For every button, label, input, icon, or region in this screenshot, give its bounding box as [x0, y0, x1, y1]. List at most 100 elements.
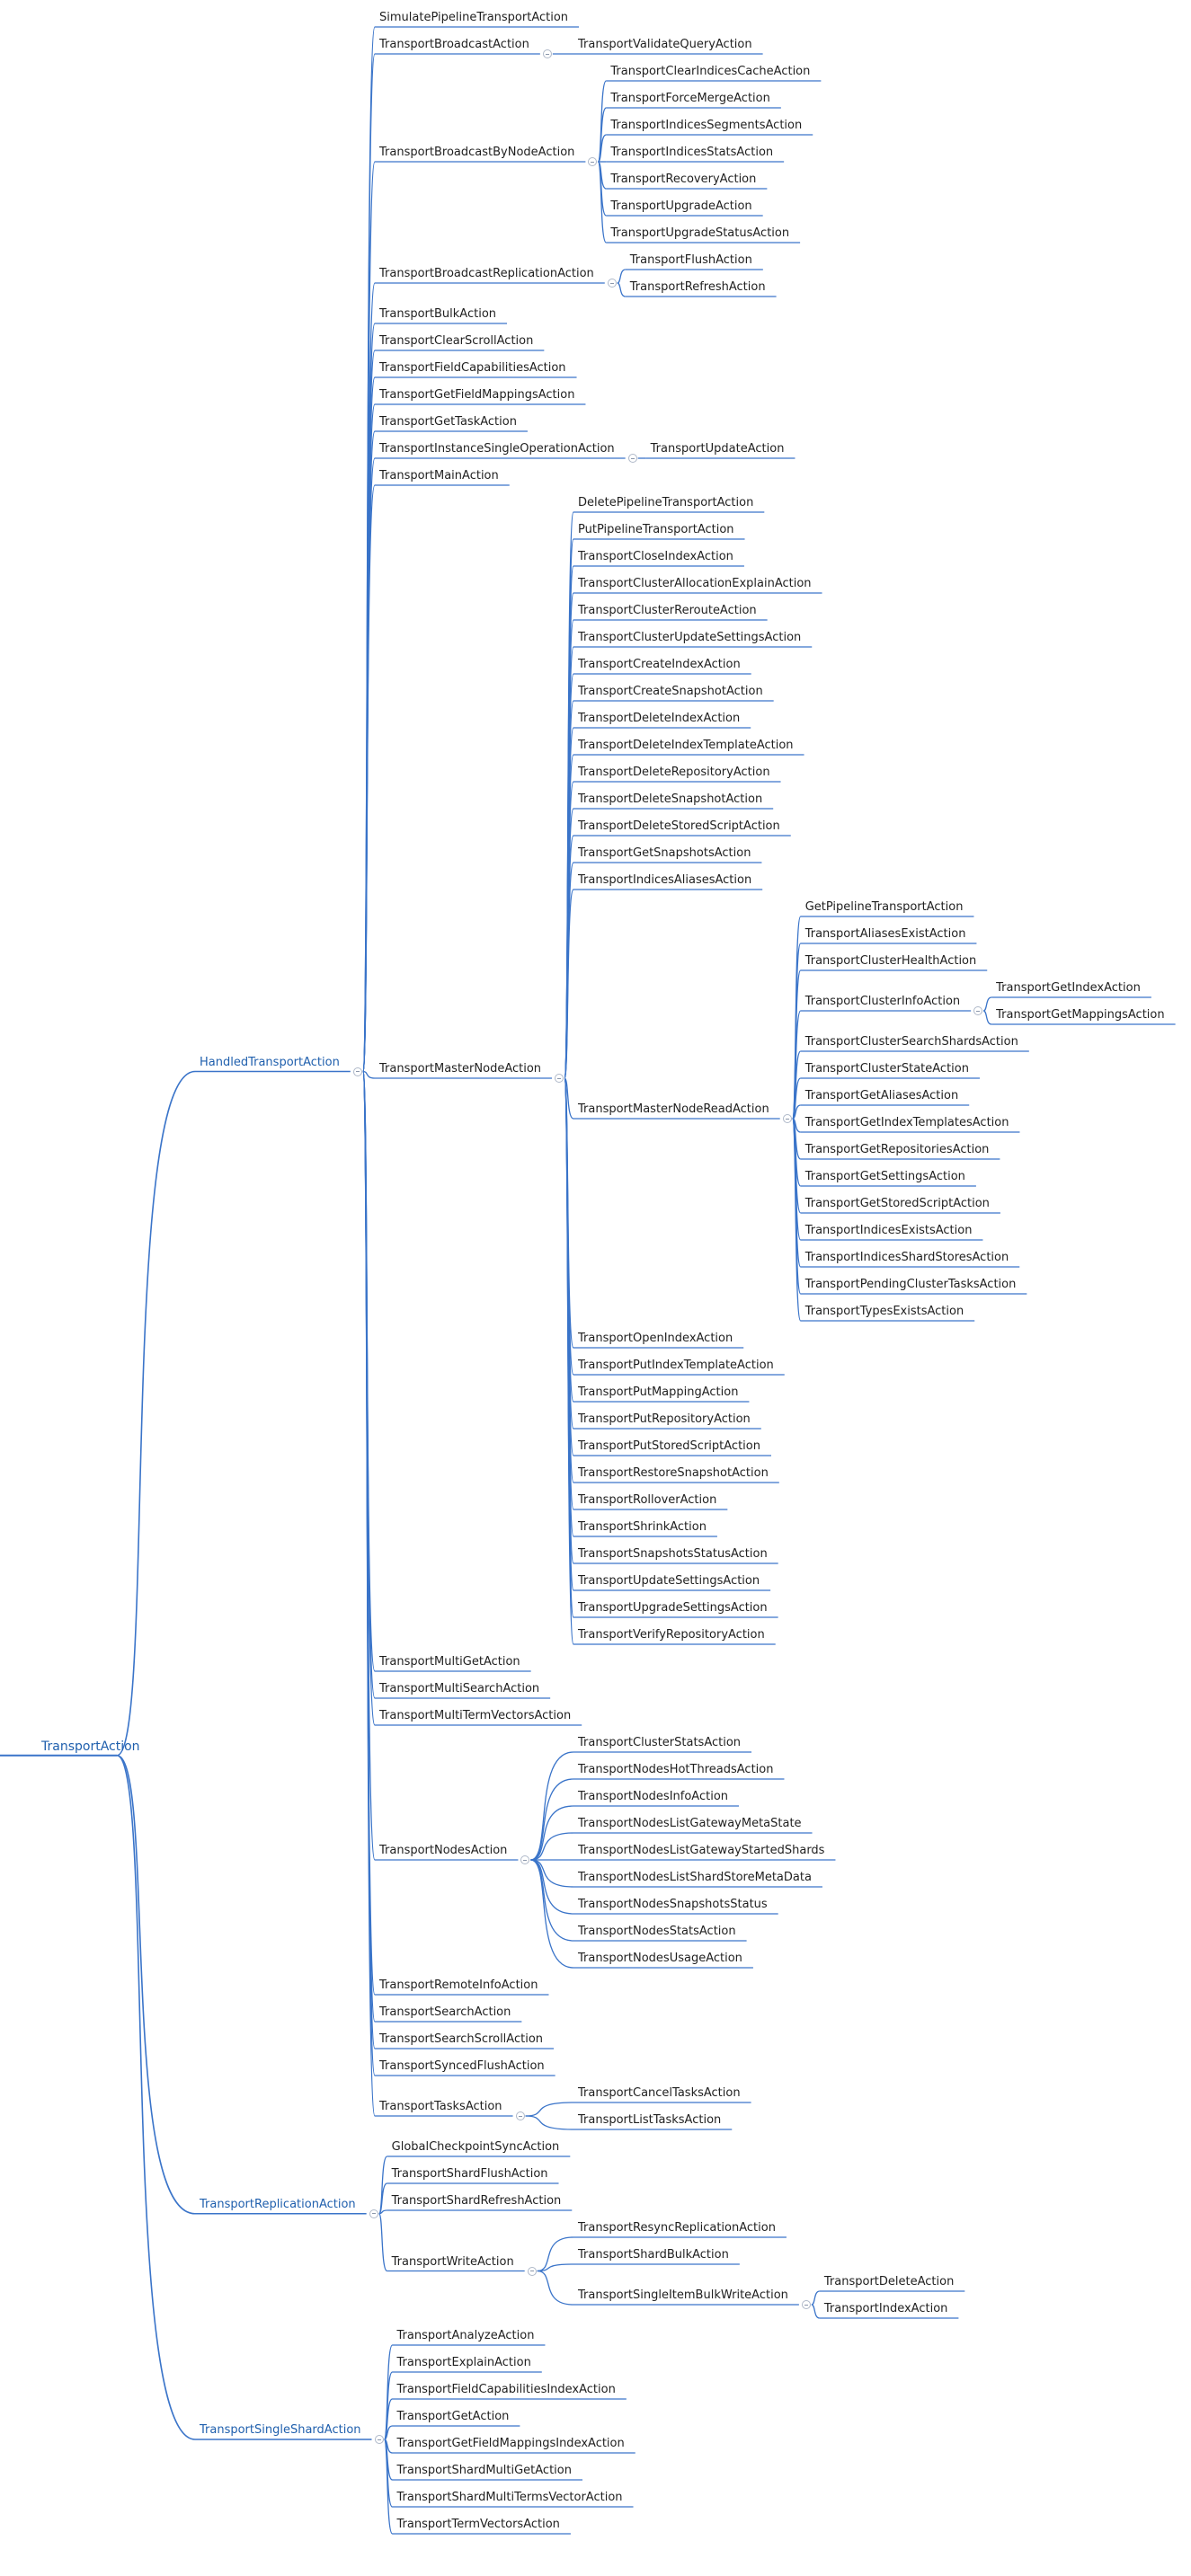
node-transport-main-action[interactable]: TransportMainAction: [379, 469, 499, 482]
node-transport-replication-action[interactable]: TransportReplicationAction: [200, 2197, 356, 2211]
node-transport-put-index-template-action[interactable]: TransportPutIndexTemplateAction: [578, 1359, 774, 1372]
node-transport-cluster-update-settings-action[interactable]: TransportClusterUpdateSettingsAction: [578, 631, 802, 644]
node-transport-cluster-state-action[interactable]: TransportClusterStateAction: [804, 1062, 969, 1076]
node-transport-get-stored-script-action[interactable]: TransportGetStoredScriptAction: [804, 1197, 990, 1210]
node-transport-upgrade-settings-action[interactable]: TransportUpgradeSettingsAction: [578, 1601, 768, 1615]
node-delete-pipeline-transport-action[interactable]: DeletePipelineTransportAction: [578, 496, 754, 509]
node-transport-indices-shard-stores-action[interactable]: TransportIndicesShardStoresAction: [804, 1251, 1009, 1264]
node-transport-delete-snapshot-action[interactable]: TransportDeleteSnapshotAction: [578, 792, 763, 806]
node-transport-nodes-hot-threads-action[interactable]: TransportNodesHotThreadsAction: [578, 1763, 774, 1776]
node-transport-snapshots-status-action[interactable]: TransportSnapshotsStatusAction: [578, 1547, 768, 1561]
node-transport-delete-action[interactable]: TransportDeleteAction: [823, 2275, 955, 2288]
node-transport-open-index-action[interactable]: TransportOpenIndexAction: [578, 1332, 733, 1345]
node-transport-search-scroll-action[interactable]: TransportSearchScrollAction: [379, 2032, 544, 2046]
collapse-toggle-icon[interactable]: [801, 2300, 811, 2309]
node-transport-create-snapshot-action[interactable]: TransportCreateSnapshotAction: [578, 685, 763, 698]
node-transport-tasks-action[interactable]: TransportTasksAction: [379, 2100, 502, 2113]
node-transport-cluster-search-shards-action[interactable]: TransportClusterSearchShardsAction: [804, 1035, 1018, 1049]
node-transport-shard-multi-get-action[interactable]: TransportShardMultiGetAction: [396, 2464, 573, 2477]
collapse-toggle-icon[interactable]: [352, 1067, 362, 1076]
node-transport-get-index-templates-action[interactable]: TransportGetIndexTemplatesAction: [804, 1116, 1009, 1129]
node-transport-pending-cluster-tasks-action[interactable]: TransportPendingClusterTasksAction: [804, 1278, 1017, 1291]
node-transport-get-snapshots-action[interactable]: TransportGetSnapshotsAction: [578, 846, 751, 860]
node-transport-search-action[interactable]: TransportSearchAction: [379, 2005, 511, 2019]
node-transport-cluster-allocation-explain-action[interactable]: TransportClusterAllocationExplainAction: [578, 577, 812, 590]
node-transport-put-mapping-action[interactable]: TransportPutMappingAction: [578, 1385, 739, 1399]
node-transport-upgrade-status-action[interactable]: TransportUpgradeStatusAction: [610, 226, 790, 240]
node-transport-multi-search-action[interactable]: TransportMultiSearchAction: [379, 1682, 540, 1695]
node-transport-nodes-action[interactable]: TransportNodesAction: [379, 1844, 508, 1857]
node-transport-nodes-list-gateway-started-shards[interactable]: TransportNodesListGatewayStartedShards: [578, 1844, 825, 1857]
node-transport-delete-repository-action[interactable]: TransportDeleteRepositoryAction: [578, 766, 770, 779]
node-transport-clear-indices-cache-action[interactable]: TransportClearIndicesCacheAction: [610, 65, 811, 78]
node-transport-shard-refresh-action[interactable]: TransportShardRefreshAction: [391, 2194, 562, 2208]
node-transport-get-action[interactable]: TransportGetAction: [396, 2410, 510, 2423]
node-transport-validate-query-action[interactable]: TransportValidateQueryAction: [578, 38, 752, 51]
node-transport-broadcast-replication-action[interactable]: TransportBroadcastReplicationAction: [379, 267, 594, 280]
node-handled-transport-action[interactable]: HandledTransportAction: [200, 1055, 340, 1069]
node-simulate-pipeline-transport-action[interactable]: SimulatePipelineTransportAction: [379, 11, 569, 24]
node-transport-put-repository-action[interactable]: TransportPutRepositoryAction: [578, 1412, 751, 1426]
node-transport-upgrade-action[interactable]: TransportUpgradeAction: [610, 199, 752, 213]
node-transport-restore-snapshot-action[interactable]: TransportRestoreSnapshotAction: [578, 1466, 769, 1480]
node-transport-field-capabilities-action[interactable]: TransportFieldCapabilitiesAction: [379, 361, 566, 375]
node-transport-nodes-list-gateway-meta-state[interactable]: TransportNodesListGatewayMetaState: [578, 1817, 802, 1830]
node-transport-master-node-read-action[interactable]: TransportMasterNodeReadAction: [578, 1102, 769, 1116]
collapse-toggle-icon[interactable]: [527, 2266, 537, 2276]
node-transport-synced-flush-action[interactable]: TransportSyncedFlushAction: [379, 2059, 545, 2073]
collapse-toggle-icon[interactable]: [374, 2435, 384, 2444]
node-put-pipeline-transport-action[interactable]: PutPipelineTransportAction: [578, 523, 734, 536]
node-transport-single-shard-action[interactable]: TransportSingleShardAction: [200, 2423, 361, 2437]
node-transport-nodes-stats-action[interactable]: TransportNodesStatsAction: [578, 1925, 736, 1938]
node-transport-aliases-exist-action[interactable]: TransportAliasesExistAction: [804, 927, 966, 941]
node-transport-action[interactable]: TransportAction: [41, 1739, 140, 1754]
node-transport-delete-index-action[interactable]: TransportDeleteIndexAction: [578, 712, 741, 725]
collapse-toggle-icon[interactable]: [542, 49, 552, 58]
node-transport-instance-single-operation-action[interactable]: TransportInstanceSingleOperationAction: [379, 442, 615, 456]
node-transport-update-settings-action[interactable]: TransportUpdateSettingsAction: [578, 1574, 760, 1588]
node-transport-remote-info-action[interactable]: TransportRemoteInfoAction: [379, 1978, 538, 1992]
node-transport-get-field-mappings-index-action[interactable]: TransportGetFieldMappingsIndexAction: [396, 2437, 625, 2450]
node-transport-shard-bulk-action[interactable]: TransportShardBulkAction: [578, 2248, 729, 2262]
node-transport-force-merge-action[interactable]: TransportForceMergeAction: [610, 92, 770, 105]
collapse-toggle-icon[interactable]: [607, 279, 617, 288]
node-transport-broadcast-by-node-action[interactable]: TransportBroadcastByNodeAction: [379, 146, 575, 159]
node-transport-create-index-action[interactable]: TransportCreateIndexAction: [578, 658, 741, 671]
node-transport-multi-term-vectors-action[interactable]: TransportMultiTermVectorsAction: [379, 1709, 572, 1722]
node-transport-explain-action[interactable]: TransportExplainAction: [396, 2356, 531, 2369]
node-transport-get-mappings-action[interactable]: TransportGetMappingsAction: [996, 1008, 1165, 1022]
node-transport-types-exists-action[interactable]: TransportTypesExistsAction: [804, 1305, 964, 1318]
node-transport-clear-scroll-action[interactable]: TransportClearScrollAction: [379, 334, 534, 348]
node-transport-verify-repository-action[interactable]: TransportVerifyRepositoryAction: [578, 1628, 765, 1642]
node-transport-field-capabilities-index-action[interactable]: TransportFieldCapabilitiesIndexAction: [396, 2383, 616, 2396]
node-transport-nodes-list-shard-store-meta-data[interactable]: TransportNodesListShardStoreMetaData: [578, 1871, 812, 1884]
node-global-checkpoint-sync-action[interactable]: GlobalCheckpointSyncAction: [391, 2140, 560, 2154]
collapse-toggle-icon[interactable]: [588, 157, 598, 166]
node-transport-recovery-action[interactable]: TransportRecoveryAction: [610, 173, 757, 186]
node-transport-index-action[interactable]: TransportIndexAction: [823, 2302, 948, 2315]
node-transport-get-settings-action[interactable]: TransportGetSettingsAction: [804, 1170, 965, 1183]
node-transport-delete-index-template-action[interactable]: TransportDeleteIndexTemplateAction: [578, 739, 794, 752]
collapse-toggle-icon[interactable]: [973, 1006, 983, 1015]
node-get-pipeline-transport-action[interactable]: GetPipelineTransportAction: [804, 900, 964, 914]
node-transport-cancel-tasks-action[interactable]: TransportCancelTasksAction: [578, 2086, 741, 2100]
node-transport-get-field-mappings-action[interactable]: TransportGetFieldMappingsAction: [379, 388, 575, 402]
node-transport-cluster-stats-action[interactable]: TransportClusterStatsAction: [578, 1736, 742, 1749]
node-transport-delete-stored-script-action[interactable]: TransportDeleteStoredScriptAction: [578, 819, 780, 833]
collapse-toggle-icon[interactable]: [555, 1074, 564, 1083]
node-transport-get-task-action[interactable]: TransportGetTaskAction: [379, 415, 517, 429]
node-transport-cluster-health-action[interactable]: TransportClusterHealthAction: [804, 954, 977, 968]
node-transport-update-action[interactable]: TransportUpdateAction: [650, 442, 785, 456]
node-transport-shard-flush-action[interactable]: TransportShardFlushAction: [391, 2167, 548, 2181]
node-transport-indices-stats-action[interactable]: TransportIndicesStatsAction: [610, 146, 774, 159]
node-transport-term-vectors-action[interactable]: TransportTermVectorsAction: [396, 2518, 560, 2531]
node-transport-get-repositories-action[interactable]: TransportGetRepositoriesAction: [804, 1143, 990, 1156]
node-transport-bulk-action[interactable]: TransportBulkAction: [379, 307, 497, 321]
node-transport-rollover-action[interactable]: TransportRolloverAction: [578, 1493, 717, 1507]
node-transport-multi-get-action[interactable]: TransportMultiGetAction: [379, 1655, 520, 1669]
node-transport-indices-segments-action[interactable]: TransportIndicesSegmentsAction: [610, 119, 803, 132]
node-transport-list-tasks-action[interactable]: TransportListTasksAction: [578, 2113, 722, 2127]
node-transport-indices-exists-action[interactable]: TransportIndicesExistsAction: [804, 1224, 973, 1237]
node-transport-nodes-usage-action[interactable]: TransportNodesUsageAction: [578, 1952, 742, 1965]
node-transport-cluster-reroute-action[interactable]: TransportClusterRerouteAction: [578, 604, 757, 617]
